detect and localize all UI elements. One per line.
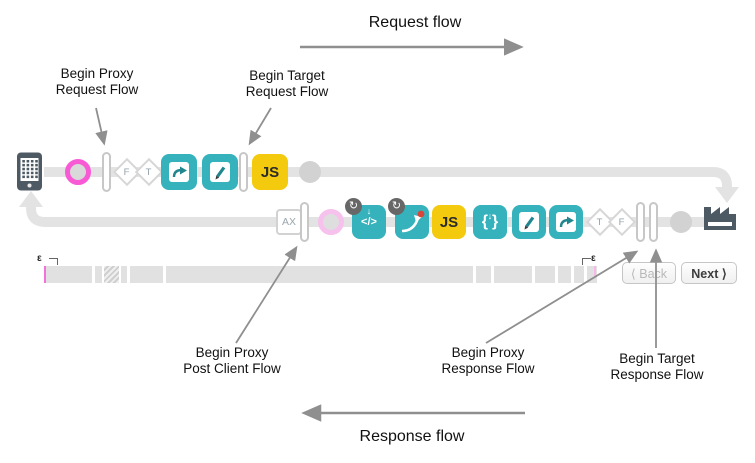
bracket-right [582,258,591,265]
analytics-label: AX [281,216,296,228]
request-flow-title: Request flow [368,14,462,31]
proxy-endpoint-node[interactable] [65,159,91,185]
forward-policy-icon[interactable] [161,154,197,190]
timeline-segment [166,266,473,283]
paper-pencil-glyph [210,162,230,182]
forward-policy-icon[interactable] [549,205,583,239]
down-arrow-icon: ↓ [487,211,493,221]
braces-glyph: { ↓ } [481,211,499,230]
js-policy-icon[interactable]: JS [432,205,466,239]
proxy-endpoint-node-faded[interactable] [318,209,344,235]
code-glyph: </> [361,216,377,228]
begin-proxy-request-label: Begin Proxy Request Flow [55,66,139,97]
condition-false-node[interactable]: F [607,207,637,237]
timeline-segment [95,266,102,283]
condition-true-node[interactable]: T [134,157,164,187]
js-label: JS [260,163,280,181]
timeline-segment [121,266,127,283]
next-button[interactable]: Next ⟩ [681,262,737,284]
timeline-segment [558,266,571,283]
edit-policy-icon[interactable] [512,205,546,239]
bracket-left [49,258,58,265]
begin-proxy-request-arrow [95,107,108,146]
begin-target-request-arrow [248,107,272,146]
timeline-playhead[interactable] [44,266,46,283]
condition-label: T [597,216,603,228]
flow-transition-dot[interactable] [670,211,692,233]
backend-target-icon[interactable] [701,199,739,237]
mobile-client-icon[interactable] [16,152,44,197]
begin-proxy-post-client-flow-bar[interactable] [300,202,309,242]
route-policy-icon[interactable]: ↻ [388,198,429,239]
revisit-badge-icon: ↻ [345,198,362,215]
timeline-end-marker [594,266,596,278]
script-policy-icon[interactable]: ↓ </> ↻ [345,198,386,239]
down-arrow-icon: ↓ [366,206,372,216]
condition-label: T [146,166,152,178]
begin-target-response-flow-bar[interactable] [649,202,658,242]
edit-policy-icon[interactable] [202,154,238,190]
begin-proxy-post-client-arrow [235,245,298,344]
paper-forward-glyph [169,162,189,182]
back-button[interactable]: ⟨ Back [622,262,676,284]
js-policy-icon[interactable]: JS [252,154,288,190]
begin-target-request-label: Begin Target Request Flow [245,68,329,99]
analytics-step[interactable]: AX [276,209,302,235]
epsilon-marker-left: ε [37,253,42,264]
begin-target-request-flow-bar[interactable] [239,152,248,192]
begin-proxy-response-flow-bar[interactable] [636,202,645,242]
flow-transition-dot[interactable] [299,161,321,183]
timeline-segment [476,266,491,283]
js-label: JS [439,213,459,231]
revisit-badge-icon: ↻ [388,198,405,215]
paper-pencil-glyph [519,212,539,232]
epsilon-marker-right: ε [591,253,596,264]
begin-proxy-response-label: Begin Proxy Response Flow [441,345,535,376]
timeline-segment [535,266,555,283]
condition-label: F [124,166,130,178]
timeline-segment [130,266,163,283]
paper-forward-glyph [556,212,576,232]
timeline-segment [46,266,92,283]
begin-proxy-request-flow-bar[interactable] [102,152,111,192]
timeline-segment [494,266,532,283]
response-flow-title: Response flow [359,428,465,445]
condition-label: F [619,216,625,228]
timeline-segment [574,266,584,283]
route-glyph [401,210,425,233]
begin-target-response-label: Begin Target Response Flow [610,351,704,382]
braces-policy-icon[interactable]: { ↓ } [473,205,507,239]
timeline-segment [104,266,119,283]
begin-proxy-post-client-label: Begin Proxy Post Client Flow [183,345,281,376]
